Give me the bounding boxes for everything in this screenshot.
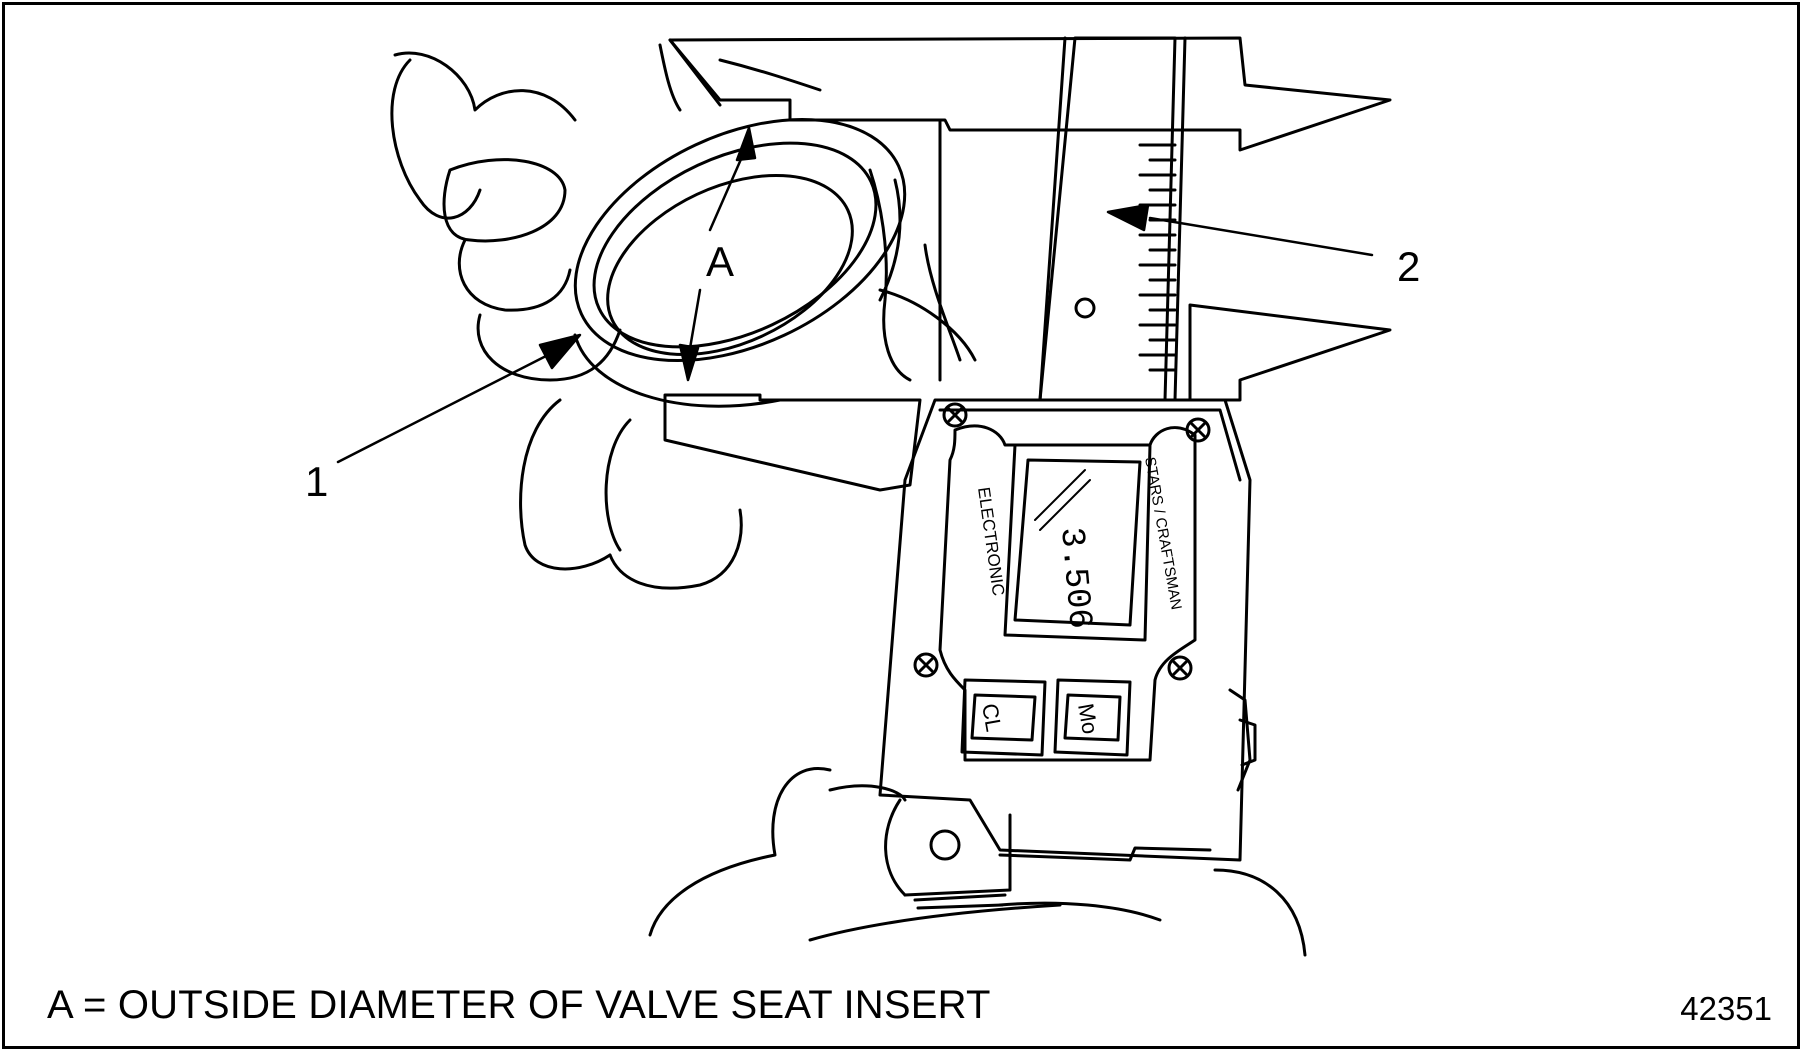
callout-dimension-a: A [706, 238, 735, 285]
callout-item-2: 2 [1397, 243, 1421, 290]
caliper-display-reading: 3.506 [1051, 526, 1098, 631]
leader-line-1 [336, 333, 582, 464]
caliper-type-text: ELECTRONIC [974, 486, 1008, 597]
caliper-clear-button-label: CL [977, 702, 1007, 734]
valve-seat-insert-drawing [573, 117, 907, 408]
left-hand-drawing [390, 38, 977, 590]
figure-caption: A = OUTSIDE DIAMETER OF VALVE SEAT INSER… [47, 983, 991, 1027]
caliper-body-drawing [663, 36, 1392, 910]
right-hand-drawing [648, 767, 1307, 957]
caliper-mode-button-label: Mo [1073, 702, 1103, 736]
figure-number: 42351 [1680, 990, 1772, 1027]
leader-line-2 [1106, 203, 1374, 257]
callout-item-1: 1 [305, 458, 329, 505]
dimension-a-arrow [678, 126, 757, 382]
